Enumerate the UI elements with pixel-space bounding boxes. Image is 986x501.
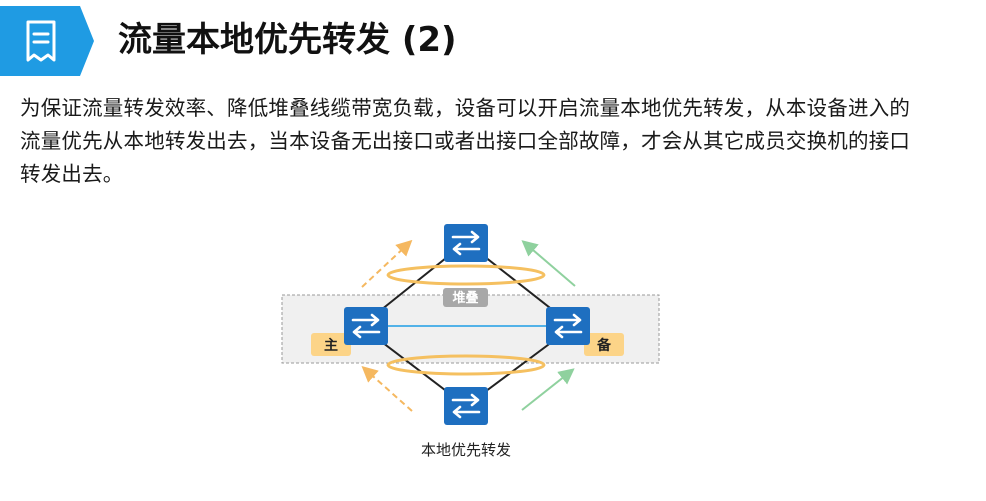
switch-icon <box>442 385 490 427</box>
page-title: 流量本地优先转发 (2) <box>118 20 457 60</box>
lag-ring-bottom <box>386 354 546 376</box>
standby-label: 备 <box>596 337 612 354</box>
description-line-2: 流量优先从本地转发出去，当本设备无出接口或者出接口全部故障，才会从其它成员交换机… <box>20 129 911 153</box>
description: 为保证流量转发效率、降低堆叠线缆带宽负载，设备可以开启流量本地优先转发，从本设备… <box>20 92 960 191</box>
traffic-arrow-down-right <box>521 368 575 411</box>
master-tag <box>311 333 351 356</box>
switch-icon <box>342 305 390 347</box>
description-line-1: 为保证流量转发效率、降低堆叠线缆带宽负载，设备可以开启流量本地优先转发，从本设备… <box>20 96 911 120</box>
standby-tag <box>584 333 624 356</box>
description-line-3: 转发出去。 <box>20 162 124 186</box>
switch-icon <box>544 305 592 347</box>
switch-icon <box>442 222 490 264</box>
document-icon <box>26 20 56 62</box>
stack-label: 堆叠 <box>452 290 478 306</box>
traffic-arrow-down-left <box>361 366 413 412</box>
title-badge <box>0 6 100 76</box>
lag-ring-top <box>386 264 546 286</box>
master-label: 主 <box>324 337 338 354</box>
traffic-arrow-up-left <box>361 239 413 288</box>
traffic-arrow-up-right <box>521 240 576 287</box>
diagram-caption: 本地优先转发 <box>421 441 511 459</box>
header: 流量本地优先转发 (2) <box>0 0 986 86</box>
stack-tag <box>443 288 488 307</box>
